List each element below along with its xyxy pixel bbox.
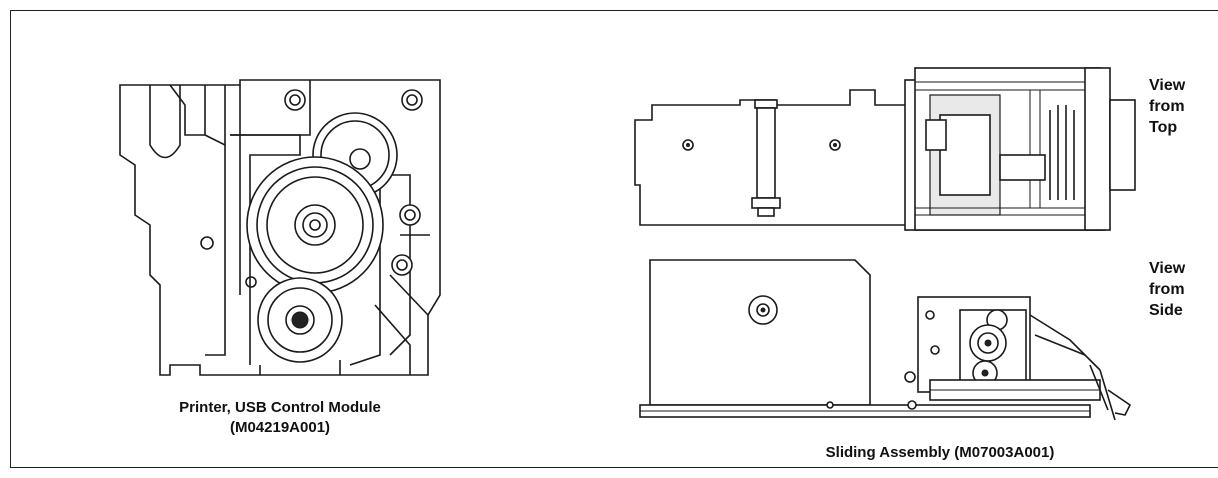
printer-module-drawing [110, 75, 450, 385]
gear-icon [246, 156, 384, 294]
screw-icon [399, 204, 421, 226]
screw-icon [829, 139, 841, 151]
gear-icon [969, 309, 1008, 386]
view-label-line: from [1149, 281, 1185, 298]
sliding-assembly-top-view [630, 60, 1140, 235]
screw-icon [682, 139, 694, 151]
view-label-line: View [1149, 77, 1186, 94]
view-from-side-label: View from Side [1149, 258, 1185, 321]
view-label-line: from [1149, 98, 1185, 115]
view-label-line: Top [1149, 119, 1178, 136]
sliding-assembly-caption: Sliding Assembly (M07003A001) [740, 443, 1140, 463]
printer-module-caption: Printer, USB Control Module (M04219A001) [110, 398, 450, 438]
caption-line: Sliding Assembly (M07003A001) [825, 444, 1055, 461]
caption-line-1: Printer, USB Control Module [179, 399, 381, 416]
figure-frame [10, 10, 1218, 468]
view-label-line: View [1149, 260, 1186, 277]
roller-icon [257, 277, 343, 363]
screw-icon [401, 89, 423, 111]
roller-icon [751, 99, 781, 217]
caption-line-2: (M04219A001) [229, 419, 331, 436]
sliding-assembly-side-view [630, 255, 1150, 425]
view-from-top-label: View from Top [1149, 75, 1185, 138]
screw-icon [391, 254, 413, 276]
view-label-line: Side [1149, 302, 1183, 319]
screw-icon [284, 89, 306, 111]
screw-icon [748, 295, 778, 325]
